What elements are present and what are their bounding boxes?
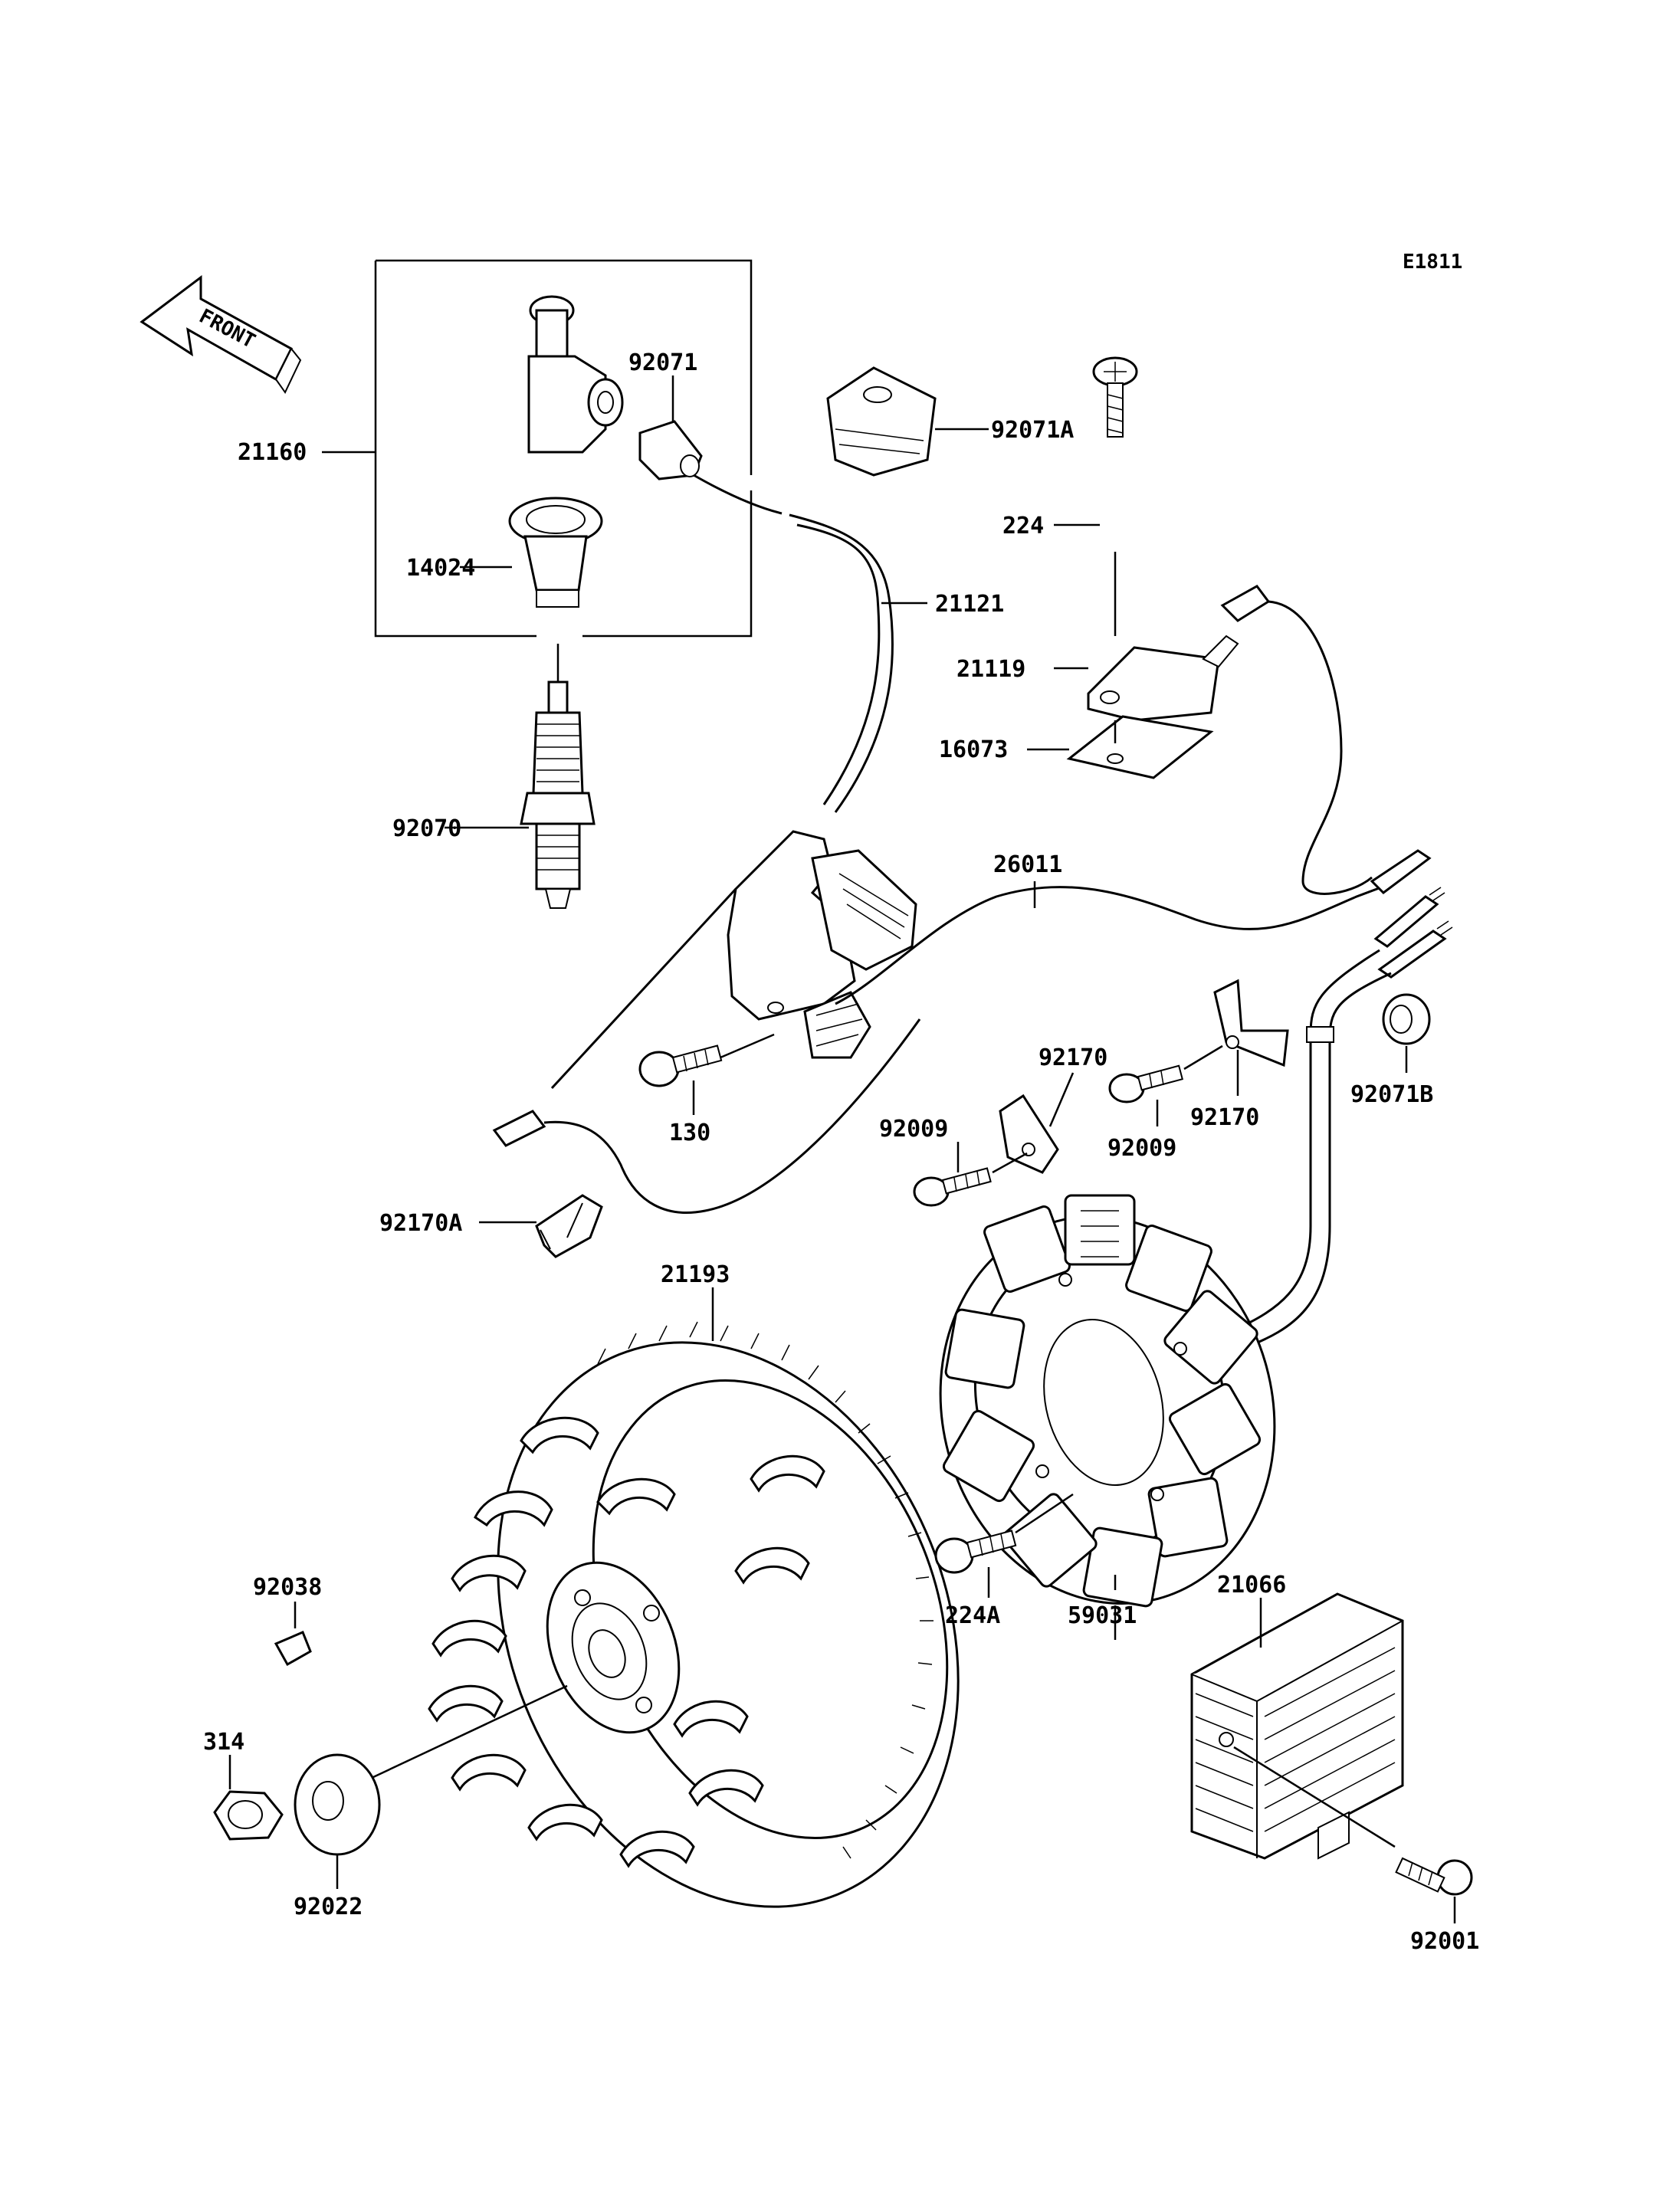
label-224: 224: [1002, 513, 1044, 539]
label-21121: 21121: [935, 591, 1004, 618]
label-92170-right: 92170: [1190, 1104, 1259, 1131]
ground-wire: [543, 1018, 921, 1214]
module-21119-icon: [1087, 635, 1239, 722]
label-59031: 59031: [1068, 1602, 1137, 1629]
regulator-icon: [1190, 1592, 1404, 1860]
cap-14024-icon: [508, 497, 603, 608]
key-92038-icon: [274, 1631, 312, 1667]
label-14024: 14024: [406, 555, 475, 582]
label-92009-left: 92009: [879, 1116, 948, 1143]
stator-icon: [939, 1194, 1276, 1608]
label-130: 130: [669, 1120, 710, 1146]
spark-plug-cap-group: [322, 259, 753, 638]
spark-plug-icon: [520, 644, 596, 909]
label-92170-top: 92170: [1039, 1044, 1107, 1071]
label-92022: 92022: [294, 1894, 363, 1920]
label-21119: 21119: [956, 656, 1025, 683]
screw-92009-right-icon: [1108, 1064, 1184, 1103]
label-92071b: 92071B: [1350, 1081, 1433, 1108]
clamp-92170-top-icon: [999, 1094, 1059, 1174]
boot-92071-icon: [638, 420, 703, 480]
terminal-icon: [492, 1110, 546, 1147]
label-92009-right: 92009: [1107, 1135, 1176, 1162]
label-21066: 21066: [1217, 1572, 1286, 1599]
bolt-130-icon: [638, 1044, 723, 1087]
label-21193: 21193: [661, 1261, 730, 1288]
grommet-92071b-icon: [1382, 993, 1431, 1045]
label-92001: 92001: [1410, 1928, 1479, 1955]
clamp-92170-right-icon: [1213, 979, 1289, 1067]
label-314: 314: [203, 1729, 244, 1756]
bolt-92001-icon: [1395, 1857, 1473, 1896]
label-92070: 92070: [392, 815, 461, 842]
plug-cap-icon: [527, 295, 624, 454]
label-224a: 224A: [945, 1602, 1000, 1629]
flywheel-icon: [428, 1321, 960, 1908]
screw-92009-left-icon: [913, 1167, 992, 1207]
pad-16073-icon: [1066, 715, 1214, 779]
coil-ground-line: [550, 887, 737, 1090]
diagram-code: E1811: [1403, 251, 1462, 274]
label-16073: 16073: [939, 736, 1008, 763]
bolt-224a-icon: [934, 1530, 1017, 1574]
ignition-coil-icon: [727, 830, 917, 1059]
label-21160: 21160: [238, 439, 307, 466]
washer-92022-icon: [294, 1753, 381, 1856]
label-92071a: 92071A: [991, 417, 1074, 444]
label-26011: 26011: [993, 851, 1062, 878]
nut-314-icon: [213, 1790, 284, 1841]
harness-26011: [835, 849, 1453, 1005]
clip-92170a-icon: [535, 1194, 603, 1258]
rubber-92071a-icon: [826, 366, 937, 477]
screw-224-icon: [1092, 356, 1138, 438]
label-92170a: 92170A: [379, 1210, 462, 1237]
stator-wire: [1226, 949, 1392, 1350]
igniter-wire: [1220, 585, 1373, 895]
lead-wire-21121: [693, 474, 894, 813]
front-arrow-icon: FRONT: [139, 274, 302, 394]
label-92038: 92038: [253, 1574, 322, 1601]
label-92071: 92071: [628, 349, 697, 376]
